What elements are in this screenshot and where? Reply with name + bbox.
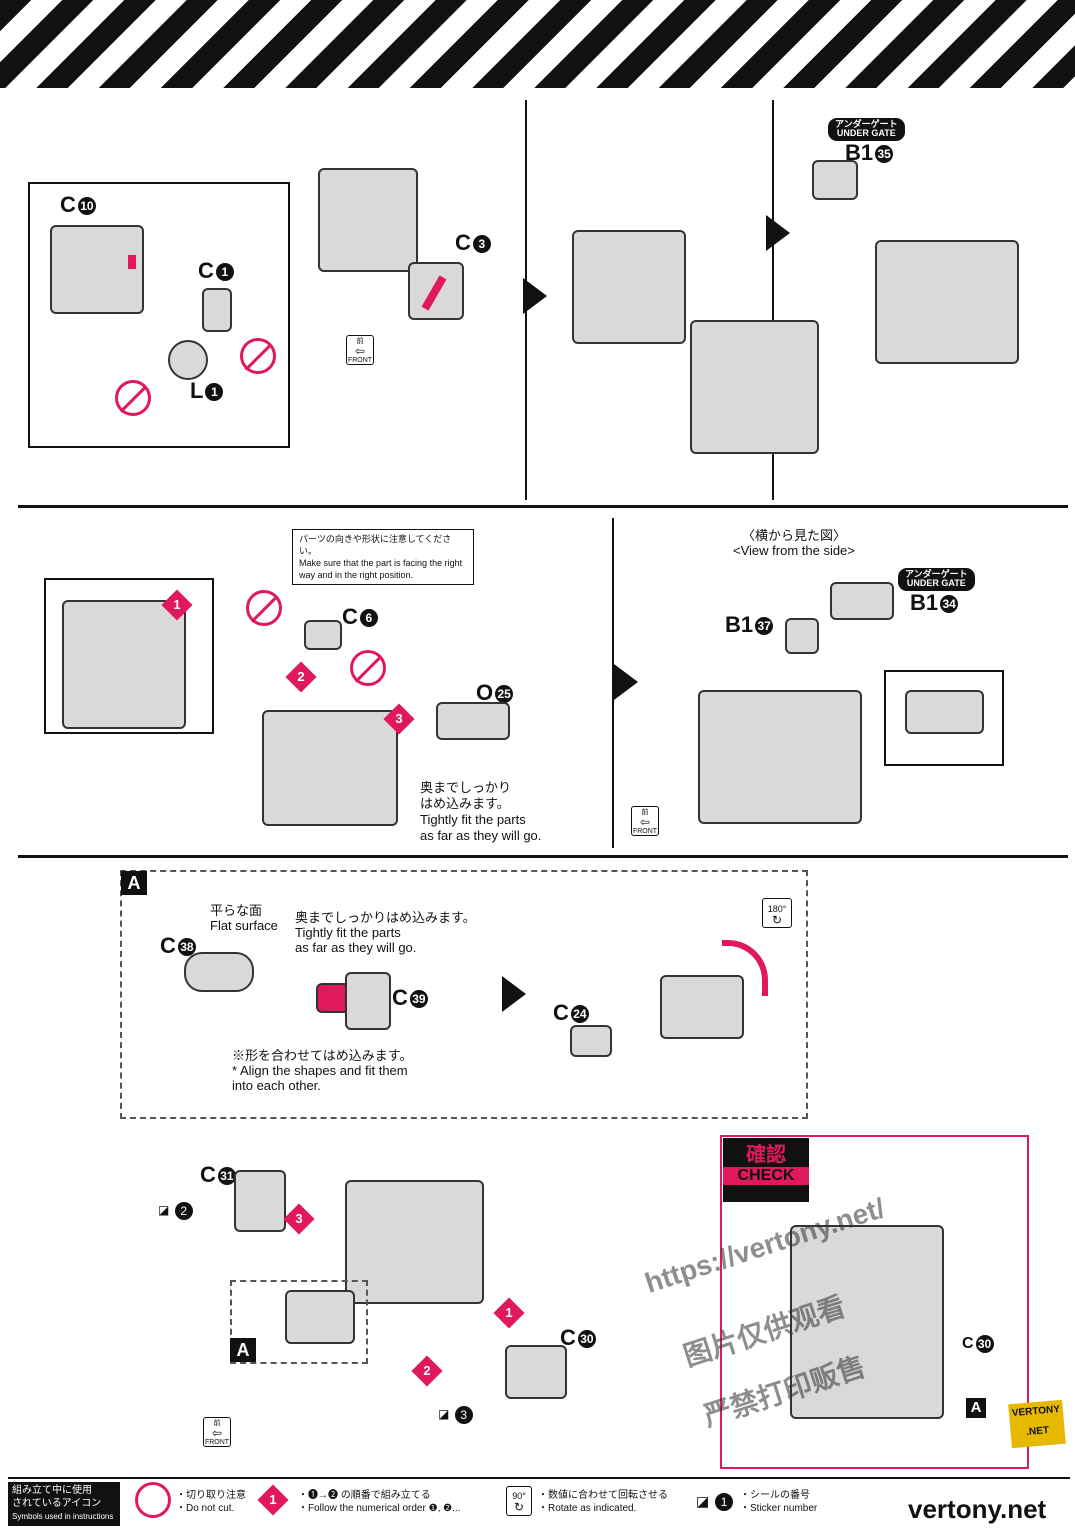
do-not-cut-icon — [135, 1482, 171, 1518]
front-direction-icon: 前⇦FRONT — [631, 806, 659, 836]
part-c38-illustration — [184, 952, 254, 992]
footer-brand-watermark: vertony.net — [908, 1494, 1047, 1524]
do-not-cut-icon — [115, 380, 151, 416]
part-c24-illustration — [570, 1025, 612, 1057]
body-assembly-illustration — [698, 690, 862, 824]
step-number-badge: 2 — [285, 661, 317, 693]
do-not-cut-icon — [350, 650, 386, 686]
torso-part-illustration — [50, 225, 144, 314]
rotate-180-icon: 180°↻ — [762, 898, 792, 928]
completed-assembly-illustration — [790, 1225, 944, 1419]
vertony-logo: VERTONY .NET — [1008, 1399, 1066, 1449]
check-panel — [720, 1135, 1029, 1469]
sticker-number-2: ◪ 2 — [158, 1202, 193, 1220]
peg-highlight — [128, 255, 136, 269]
legend-item-sticker: ・シールの番号・Sticker number — [740, 1490, 818, 1514]
align-shapes-note: ※形を合わせてはめ込みます。* Align the shapes and fit… — [232, 1048, 413, 1093]
do-not-cut-icon — [246, 590, 282, 626]
torso-assembly-illustration — [318, 168, 418, 272]
front-direction-icon: 前⇦FRONT — [203, 1417, 231, 1447]
row-divider-2 — [18, 855, 1068, 858]
body-assembly-illustration — [875, 240, 1019, 364]
subassembly-a-reference — [230, 1280, 368, 1364]
part-c6-illustration — [304, 620, 342, 650]
part-b1-37-illustration — [785, 618, 819, 654]
step-order-icon: 1 — [257, 1484, 289, 1516]
ball-joint-l1 — [168, 340, 208, 380]
shoulder-closeup-illustration — [62, 600, 186, 729]
row-divider-1 — [18, 505, 1068, 508]
subassembly-a-illustration — [285, 1290, 355, 1344]
step-arrow-icon — [614, 664, 638, 700]
part-c39-illustration — [345, 972, 391, 1030]
legend-item-rotate: ・数値に合わせて回転させる・Rotate as indicated. — [538, 1490, 668, 1514]
torso-assembly-illustration — [262, 710, 398, 826]
header-hazard-stripes — [0, 0, 1075, 88]
torso-assembly-illustration — [572, 230, 686, 344]
step-number-badge: 1 — [161, 589, 193, 621]
part-c31-illustration — [234, 1170, 286, 1232]
part-b1-34-illustration — [830, 582, 894, 620]
part-c30-illustration — [505, 1345, 567, 1399]
step-number-badge: 3 — [283, 1203, 315, 1235]
body-assembly-illustration — [345, 1180, 484, 1304]
lower-body-illustration — [690, 320, 819, 454]
side-view-caption: 〈横から見た図〉<View from the side> — [733, 528, 855, 558]
rotate-90-icon: 90°↻ — [506, 1486, 532, 1516]
orientation-warning-note: パーツの向きや形状に注意してください。Make sure that the pa… — [292, 529, 474, 585]
step-arrow-icon — [502, 976, 526, 1012]
rotate-arrow-icon — [722, 940, 768, 996]
check-tag: 確認 CHECK — [723, 1138, 809, 1202]
front-direction-icon: 前⇦FRONT — [346, 335, 374, 365]
part-c1-illustration — [202, 288, 232, 332]
subassembly-a-box — [120, 870, 808, 1119]
gate-detail-illustration — [905, 690, 984, 734]
step-number-badge: 1 — [493, 1297, 525, 1329]
step-number-badge: 2 — [411, 1355, 443, 1387]
detail-box-1 — [28, 182, 290, 448]
sticker-number-3: ◪ 3 — [438, 1406, 473, 1424]
column-divider-3 — [612, 518, 614, 848]
legend-bar — [8, 1477, 1070, 1529]
step-arrow-icon — [523, 278, 547, 314]
part-o25-illustration — [436, 702, 510, 740]
subassembly-a-tag: A — [966, 1398, 986, 1418]
detail-box-3 — [884, 670, 1004, 766]
legend-item-do-not-cut: ・切り取り注意・Do not cut. — [176, 1490, 246, 1514]
sticker-number-icon: ◪ 1 — [696, 1493, 734, 1512]
step-arrow-icon — [766, 215, 790, 251]
legend-item-numerical-order: ・❶→❷ の順番で組み立てる・Follow the numerical orde… — [298, 1490, 461, 1514]
part-b1-35-illustration — [812, 160, 858, 200]
do-not-cut-icon — [240, 338, 276, 374]
part-c39-peg — [316, 983, 350, 1013]
column-divider-2 — [772, 100, 774, 500]
step-number-badge: 3 — [383, 703, 415, 735]
subassembly-a-tag: A — [121, 871, 147, 895]
subassembly-a-tag: A — [230, 1338, 256, 1362]
